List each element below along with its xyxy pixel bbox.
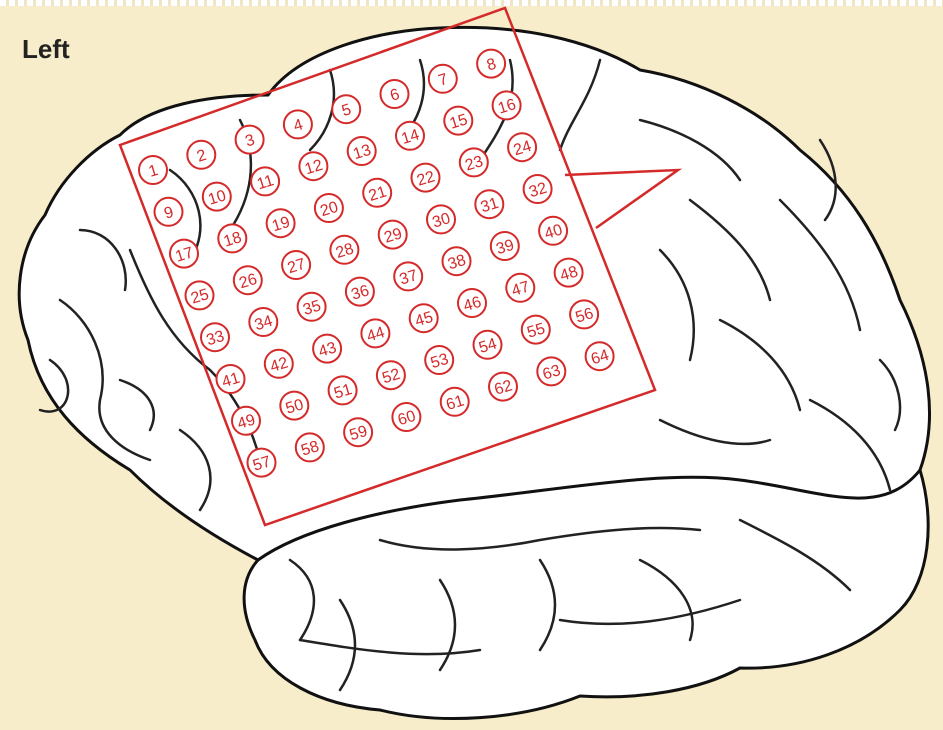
electrode-31: 31	[475, 190, 503, 218]
electrode-24: 24	[508, 133, 536, 161]
electrode-26: 26	[234, 266, 262, 294]
electrode-21: 21	[363, 179, 391, 207]
electrode-54: 54	[474, 331, 502, 359]
electrode-4: 4	[284, 110, 312, 138]
electrode-16: 16	[493, 91, 521, 119]
electrode-23: 23	[460, 148, 488, 176]
electrode-36: 36	[346, 278, 374, 306]
electrode-40: 40	[539, 217, 567, 245]
electrode-34: 34	[249, 308, 277, 336]
electrode-45: 45	[410, 304, 438, 332]
electrode-35: 35	[298, 293, 326, 321]
electrode-1: 1	[139, 156, 167, 184]
electrode-30: 30	[427, 205, 455, 233]
electrode-57: 57	[248, 449, 276, 477]
electrode-9: 9	[155, 198, 183, 226]
electrode-3: 3	[236, 126, 264, 154]
electrode-59: 59	[344, 418, 372, 446]
electrode-58: 58	[296, 433, 324, 461]
electrode-11: 11	[251, 167, 279, 195]
electrode-20: 20	[315, 194, 343, 222]
electrode-38: 38	[443, 247, 471, 275]
electrode-12: 12	[299, 152, 327, 180]
electrode-15: 15	[444, 107, 472, 135]
electrode-18: 18	[218, 224, 246, 252]
electrode-22: 22	[412, 164, 440, 192]
electrode-2: 2	[187, 141, 215, 169]
electrode-47: 47	[506, 274, 534, 302]
electrode-51: 51	[329, 376, 357, 404]
electrode-53: 53	[425, 346, 453, 374]
electrode-7: 7	[429, 65, 457, 93]
electrode-37: 37	[394, 262, 422, 290]
electrode-43: 43	[313, 335, 341, 363]
electrode-27: 27	[282, 251, 310, 279]
electrode-6: 6	[381, 80, 409, 108]
electrode-42: 42	[265, 350, 293, 378]
electrode-52: 52	[377, 361, 405, 389]
electrode-8: 8	[477, 50, 505, 78]
electrode-29: 29	[379, 221, 407, 249]
electrode-60: 60	[392, 403, 420, 431]
electrode-63: 63	[537, 357, 565, 385]
electrode-41: 41	[217, 365, 245, 393]
electrode-10: 10	[203, 183, 231, 211]
electrode-5: 5	[332, 95, 360, 123]
electrode-17: 17	[170, 240, 198, 268]
electrode-50: 50	[280, 392, 308, 420]
electrode-19: 19	[267, 209, 295, 237]
electrode-61: 61	[441, 388, 469, 416]
electrode-14: 14	[396, 122, 424, 150]
electrode-49: 49	[232, 407, 260, 435]
electrode-32: 32	[524, 175, 552, 203]
electrode-44: 44	[361, 319, 389, 347]
electrode-64: 64	[586, 342, 614, 370]
electrode-25: 25	[186, 281, 214, 309]
electrode-62: 62	[489, 373, 517, 401]
electrode-13: 13	[348, 137, 376, 165]
electrode-48: 48	[555, 259, 583, 287]
electrode-55: 55	[522, 316, 550, 344]
electrode-56: 56	[570, 300, 598, 328]
hemisphere-label: Left	[22, 34, 70, 65]
electrode-33: 33	[201, 323, 229, 351]
electrode-46: 46	[458, 289, 486, 317]
electrode-28: 28	[330, 236, 358, 264]
electrode-39: 39	[491, 232, 519, 260]
